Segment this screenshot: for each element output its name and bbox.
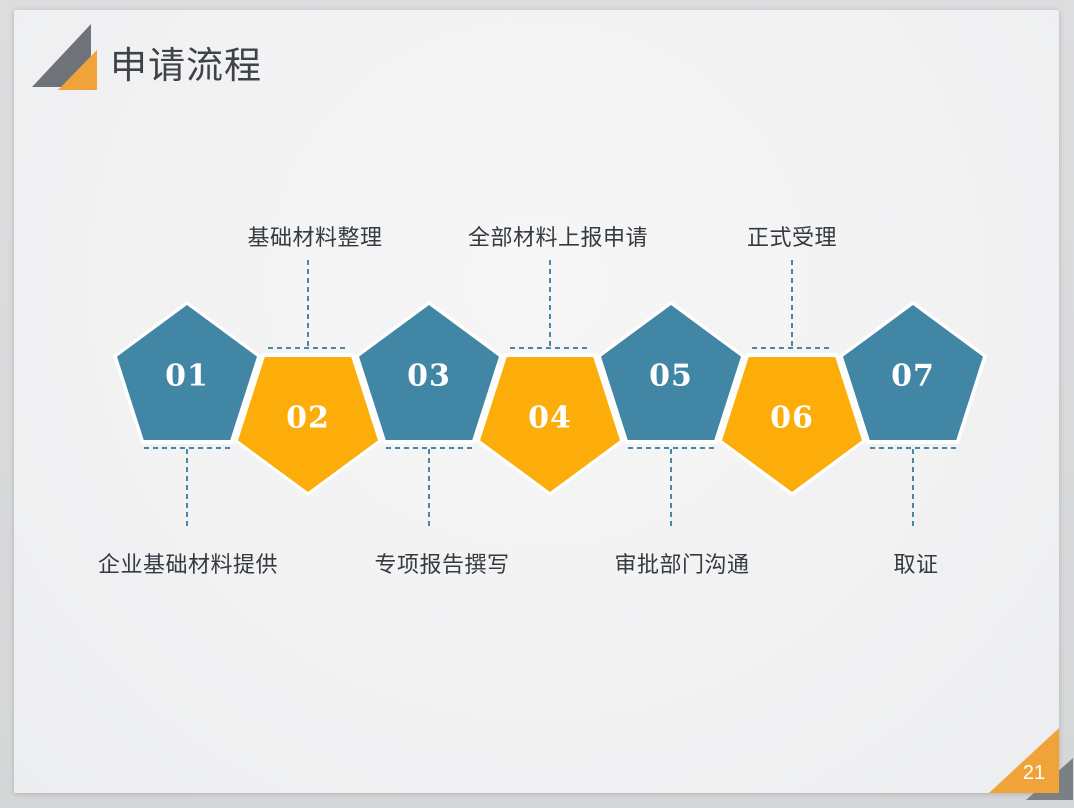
step-number: 01 — [165, 358, 209, 394]
step-label: 取证 — [893, 552, 939, 577]
step-number: 05 — [649, 358, 693, 394]
step-number: 07 — [891, 358, 935, 394]
step-label: 正式受理 — [746, 225, 838, 250]
step-number: 06 — [770, 400, 814, 436]
connector-horizontal-line — [268, 347, 348, 349]
step-label: 全部材料上报申请 — [467, 225, 649, 250]
connector-horizontal-line — [510, 347, 590, 349]
connector-vertical-line — [670, 449, 672, 529]
page-title: 申请流程 — [110, 45, 262, 86]
step-number: 04 — [528, 400, 572, 436]
pentagon-outline: 07 — [839, 301, 987, 444]
step-number: 03 — [407, 358, 451, 394]
step-label: 审批部门沟通 — [614, 552, 750, 577]
step-number: 02 — [286, 400, 330, 436]
connector-horizontal-line — [870, 447, 956, 449]
connector-vertical-line — [912, 449, 914, 529]
connector-horizontal-line — [628, 447, 714, 449]
pentagon-07: 07 — [843, 305, 983, 440]
pentagon-outline: 01 — [113, 301, 261, 444]
page-number: 21 — [1022, 762, 1046, 784]
step-label: 专项报告撰写 — [374, 552, 510, 577]
connector-horizontal-line — [144, 447, 230, 449]
connector-horizontal-line — [752, 347, 832, 349]
connector-vertical-line — [307, 260, 309, 347]
connector-vertical-line — [791, 260, 793, 347]
connector-vertical-line — [549, 260, 551, 347]
connector-horizontal-line — [386, 447, 472, 449]
step-label: 企业基础材料提供 — [97, 552, 279, 577]
connector-vertical-line — [186, 449, 188, 529]
step-label: 基础材料整理 — [247, 225, 383, 250]
connector-vertical-line — [428, 449, 430, 529]
